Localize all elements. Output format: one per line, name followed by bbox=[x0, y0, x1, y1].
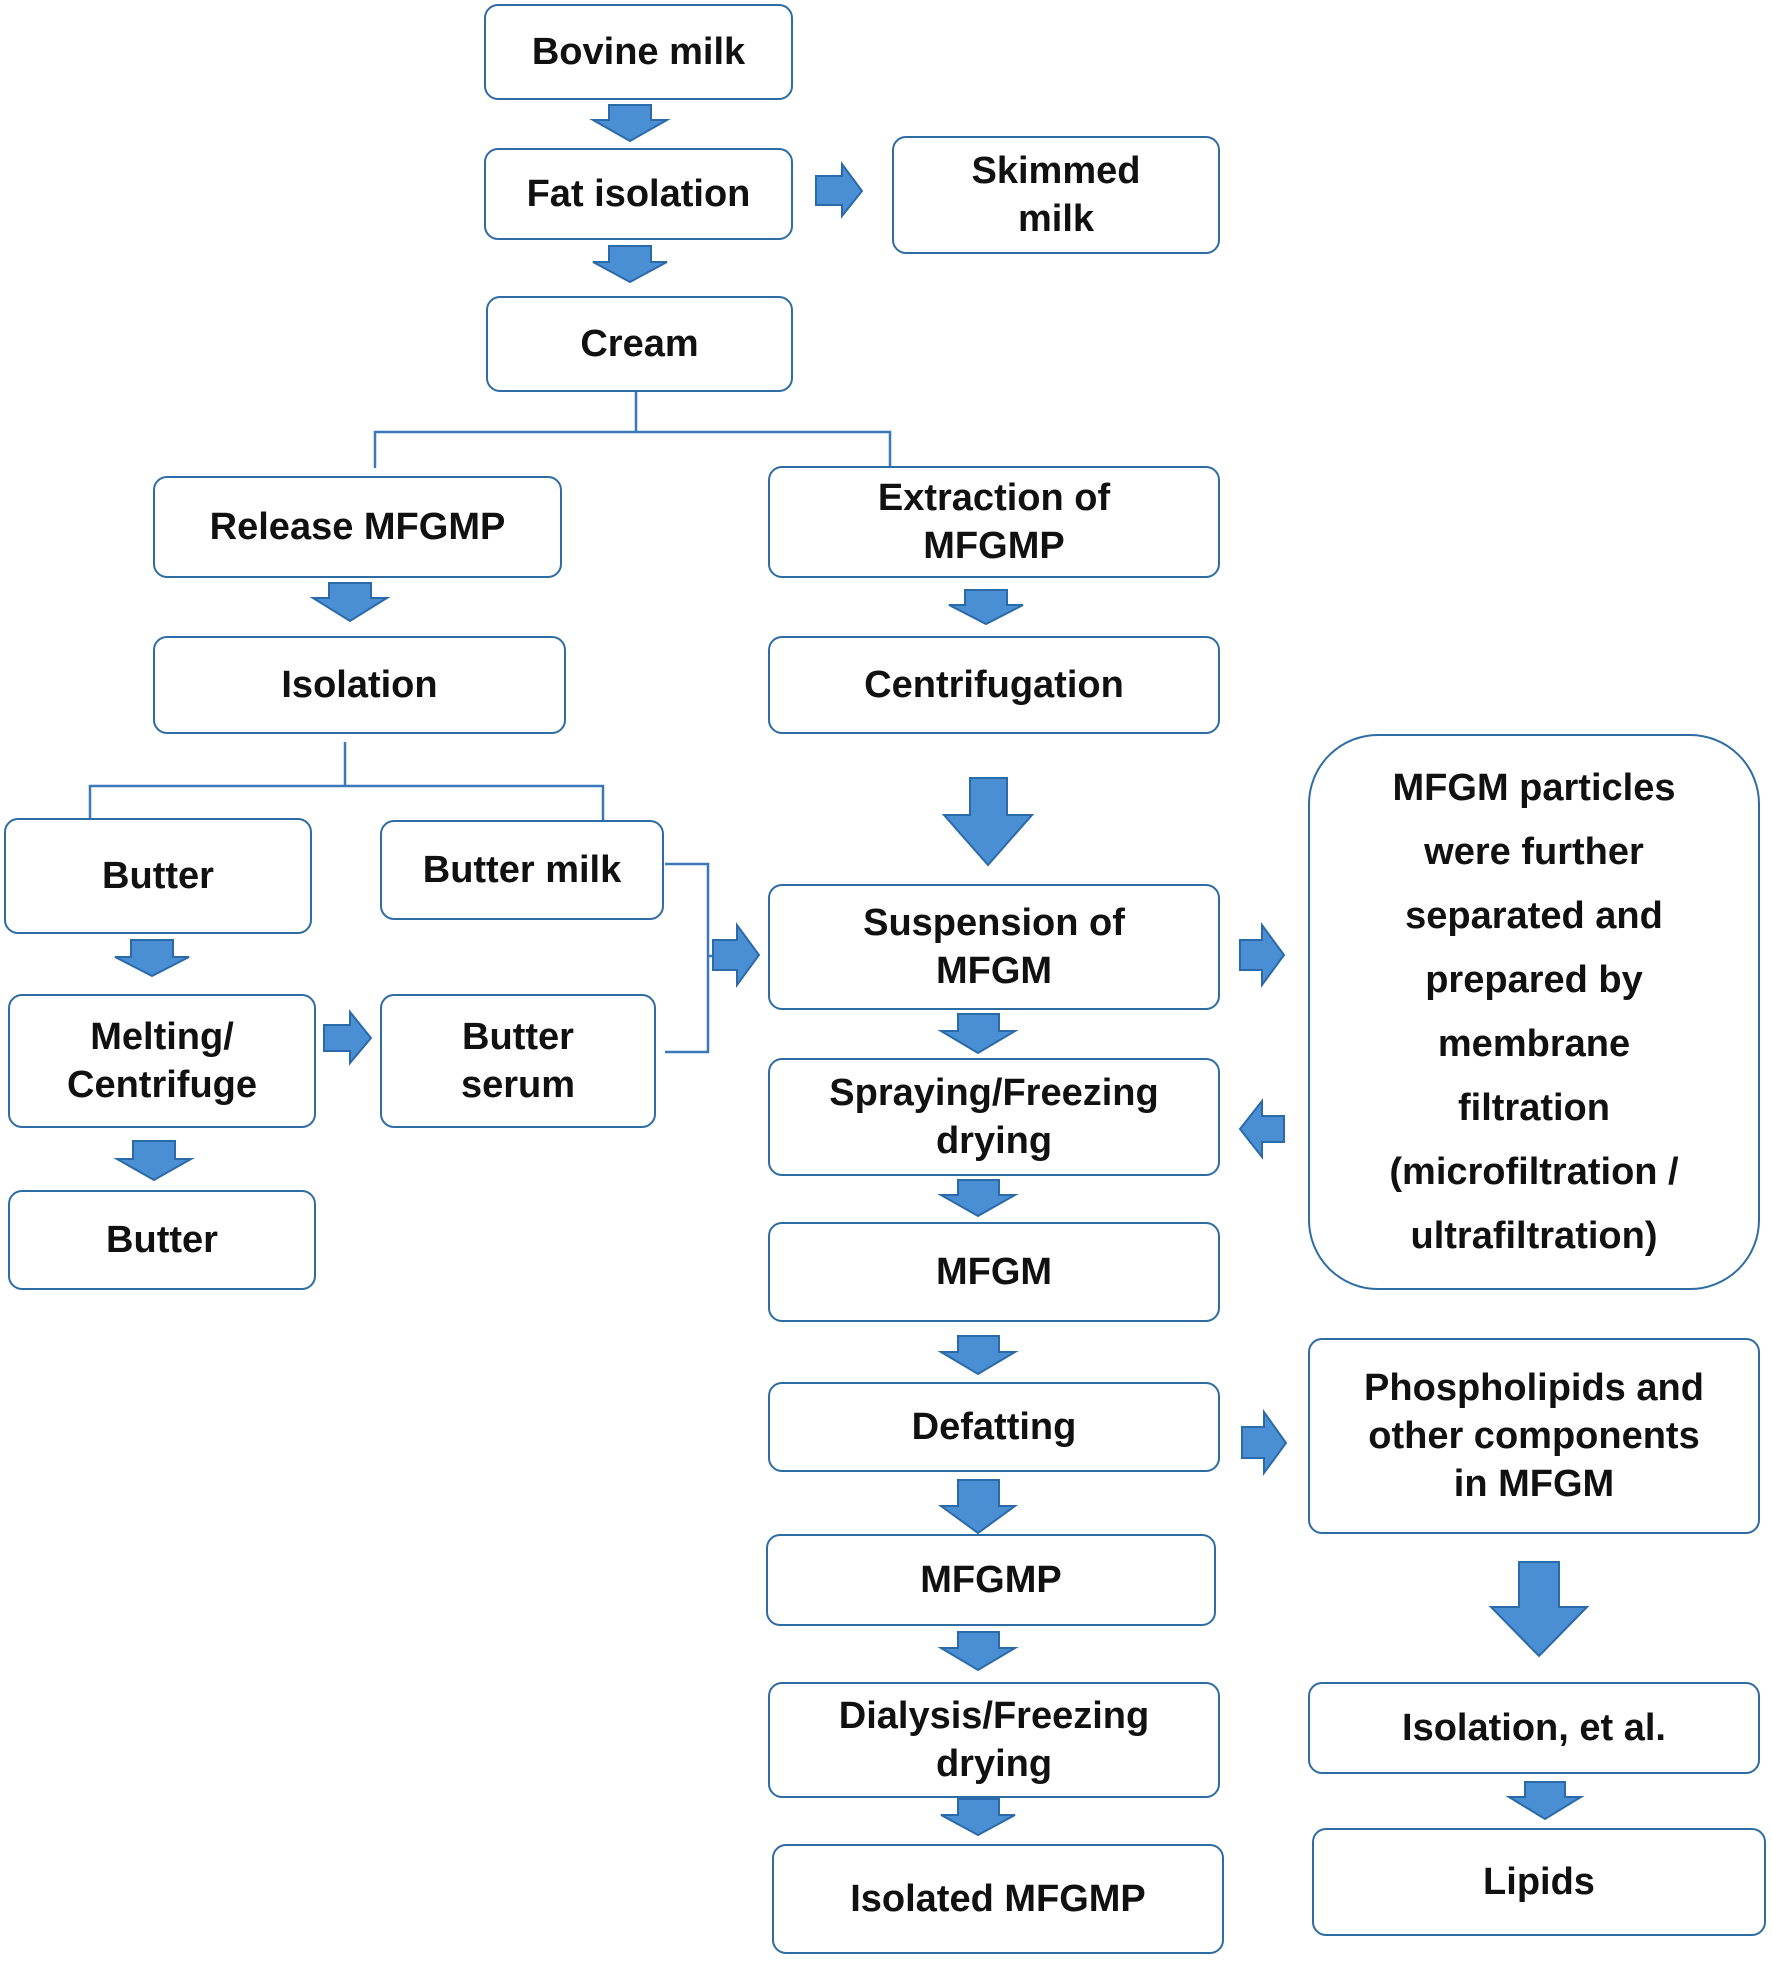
node-mfgmp: MFGMP bbox=[766, 1534, 1216, 1626]
node-melting-centrifuge-label: Melting/ Centrifuge bbox=[67, 1016, 257, 1106]
node-isolated-mfgmp-label: Isolated MFGMP bbox=[850, 1878, 1146, 1920]
node-centrifugation: Centrifugation bbox=[768, 636, 1220, 734]
node-membrane-filtration-note: MFGM particles were further separated an… bbox=[1308, 734, 1760, 1290]
node-skimmed-milk: Skimmed milk bbox=[892, 136, 1220, 254]
node-defatting: Defatting bbox=[768, 1382, 1220, 1472]
node-spraying-freezing-drying: Spraying/Freezing drying bbox=[768, 1058, 1220, 1176]
node-isolation: Isolation bbox=[153, 636, 566, 734]
node-melting-centrifuge: Melting/ Centrifuge bbox=[8, 994, 316, 1128]
arrow-isolation-et-al-to-lipids bbox=[1505, 1781, 1585, 1821]
node-spraying-freezing-drying-label: Spraying/Freezing drying bbox=[829, 1072, 1159, 1162]
node-butter-milk-label: Butter milk bbox=[422, 849, 622, 891]
arrow-melting-to-butter bbox=[113, 1140, 195, 1182]
arrow-bovine-to-fat-isolation bbox=[589, 104, 671, 143]
node-isolated-mfgmp: Isolated MFGMP bbox=[772, 1844, 1224, 1954]
arrow-release-to-isolation bbox=[309, 582, 391, 623]
node-butter-serum: Butter serum bbox=[380, 994, 656, 1128]
node-membrane-filtration-note-label: MFGM particles were further separated an… bbox=[1389, 767, 1679, 1257]
cream-split-bracket bbox=[373, 392, 892, 468]
arrow-suspension-to-membrane bbox=[1239, 921, 1286, 989]
node-butter-top: Butter bbox=[4, 818, 312, 934]
arrow-suspension-to-spraying bbox=[937, 1013, 1019, 1055]
node-mfgm-label: MFGM bbox=[935, 1251, 1053, 1293]
node-fat-isolation: Fat isolation bbox=[484, 148, 793, 240]
arrow-melting-to-butter-serum bbox=[323, 1009, 373, 1066]
arrow-mfgm-to-defatting bbox=[937, 1335, 1019, 1376]
arrow-extraction-to-centrifugation bbox=[948, 589, 1024, 626]
node-isolation-label: Isolation bbox=[281, 664, 438, 706]
node-release-mfgmp: Release MFGMP bbox=[153, 476, 562, 578]
node-fat-isolation-label: Fat isolation bbox=[526, 173, 751, 215]
node-cream-label: Cream bbox=[580, 323, 699, 365]
node-centrifugation-label: Centrifugation bbox=[864, 664, 1124, 706]
node-butter-bottom-label: Butter bbox=[106, 1219, 218, 1261]
node-release-mfgmp-label: Release MFGMP bbox=[209, 506, 506, 548]
arrow-spraying-to-mfgm bbox=[937, 1179, 1019, 1218]
node-isolation-et-al: Isolation, et al. bbox=[1308, 1682, 1760, 1774]
arrow-fat-isolation-to-skimmed bbox=[815, 160, 864, 219]
arrow-dialysis-to-isolated bbox=[940, 1798, 1016, 1837]
node-mfgm: MFGM bbox=[768, 1222, 1220, 1322]
arrow-centrifugation-to-suspension bbox=[941, 777, 1035, 867]
node-butter-milk: Butter milk bbox=[380, 820, 664, 920]
node-dialysis-freezing-drying-label: Dialysis/Freezing drying bbox=[838, 1695, 1150, 1785]
node-extraction-mfgmp-label: Extraction of MFGMP bbox=[877, 477, 1111, 567]
node-bovine-milk-label: Bovine milk bbox=[531, 31, 746, 73]
arrow-mfgmp-to-dialysis bbox=[937, 1631, 1019, 1672]
node-extraction-mfgmp: Extraction of MFGMP bbox=[768, 466, 1220, 578]
node-suspension-mfgm-label: Suspension of MFGM bbox=[863, 902, 1125, 992]
arrow-membrane-to-spraying bbox=[1238, 1098, 1285, 1160]
node-defatting-label: Defatting bbox=[911, 1406, 1077, 1448]
arrow-defatting-to-phospholipids bbox=[1241, 1408, 1288, 1477]
node-skimmed-milk-label: Skimmed milk bbox=[971, 150, 1141, 240]
arrow-defatting-to-mfgmp bbox=[937, 1479, 1019, 1535]
node-isolation-et-al-label: Isolation, et al. bbox=[1402, 1707, 1666, 1749]
node-butter-serum-label: Butter serum bbox=[460, 1016, 576, 1106]
node-phospholipids: Phospholipids and other components in MF… bbox=[1308, 1338, 1760, 1534]
node-suspension-mfgm: Suspension of MFGM bbox=[768, 884, 1220, 1010]
arrow-butter-to-melting bbox=[114, 939, 190, 978]
node-lipids-label: Lipids bbox=[1483, 1861, 1595, 1903]
node-butter-bottom: Butter bbox=[8, 1190, 316, 1290]
node-bovine-milk: Bovine milk bbox=[484, 4, 793, 100]
node-butter-top-label: Butter bbox=[102, 855, 214, 897]
node-dialysis-freezing-drying: Dialysis/Freezing drying bbox=[768, 1682, 1220, 1798]
arrow-fat-isolation-to-cream bbox=[592, 245, 668, 284]
arrow-merge-to-suspension bbox=[712, 921, 761, 989]
arrow-phospholipids-to-isolation-et-al bbox=[1488, 1561, 1590, 1658]
isolation-split-bracket bbox=[88, 742, 605, 820]
node-cream: Cream bbox=[486, 296, 793, 392]
node-mfgmp-label: MFGMP bbox=[920, 1559, 1062, 1601]
node-lipids: Lipids bbox=[1312, 1828, 1766, 1936]
node-phospholipids-label: Phospholipids and other components in MF… bbox=[1364, 1367, 1704, 1505]
